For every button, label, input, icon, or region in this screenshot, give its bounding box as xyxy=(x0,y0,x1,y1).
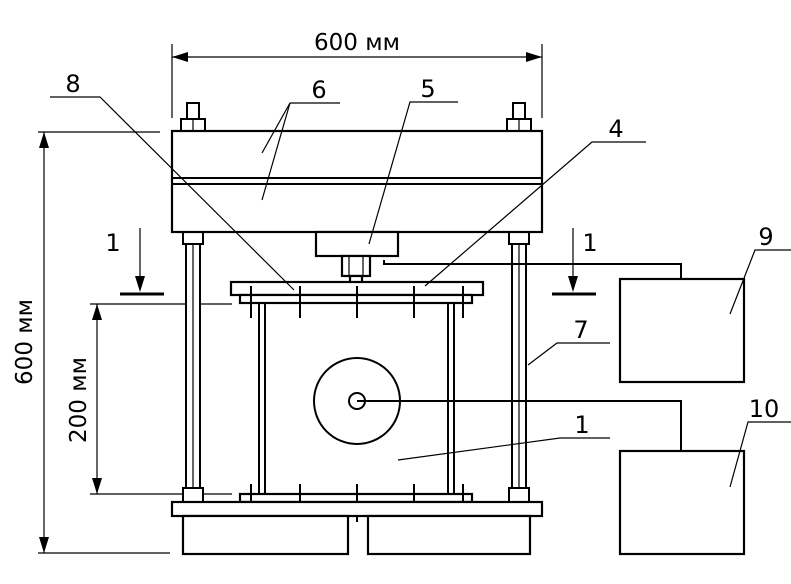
width-dimension: 600 мм xyxy=(171,30,543,118)
instrument-10 xyxy=(618,449,746,556)
instrument-9 xyxy=(618,277,746,384)
section-left-label: 1 xyxy=(105,229,120,257)
sample-height-label: 200 мм xyxy=(66,357,92,443)
section-right-label: 1 xyxy=(582,229,597,257)
height-dimension: 600 мм xyxy=(12,131,170,554)
top-nuts xyxy=(180,102,532,132)
section-marks: 1 1 xyxy=(105,228,598,296)
sample-height-dimension: 200 мм xyxy=(66,303,232,495)
callout-10: 10 xyxy=(749,395,780,423)
callout-leaders xyxy=(50,96,791,488)
base xyxy=(170,500,544,556)
callout-4: 4 xyxy=(608,115,623,143)
wires xyxy=(357,260,682,451)
sample-container xyxy=(258,303,455,494)
callout-8: 8 xyxy=(65,70,80,98)
instrument-boxes xyxy=(618,277,746,556)
callout-5: 5 xyxy=(420,75,435,103)
callout-1: 1 xyxy=(574,411,589,439)
top-plates xyxy=(170,129,544,234)
callout-9: 9 xyxy=(758,223,773,251)
callout-7: 7 xyxy=(573,316,588,344)
callout-6: 6 xyxy=(311,76,326,104)
height-dimension-label: 600 мм xyxy=(12,299,38,385)
width-dimension-label: 600 мм xyxy=(314,30,400,56)
callout-numbers: 8 6 5 4 9 7 10 1 xyxy=(65,70,779,439)
upper-loading-plate xyxy=(229,280,485,318)
tie-rods xyxy=(182,229,530,503)
load-sensor xyxy=(314,230,400,286)
